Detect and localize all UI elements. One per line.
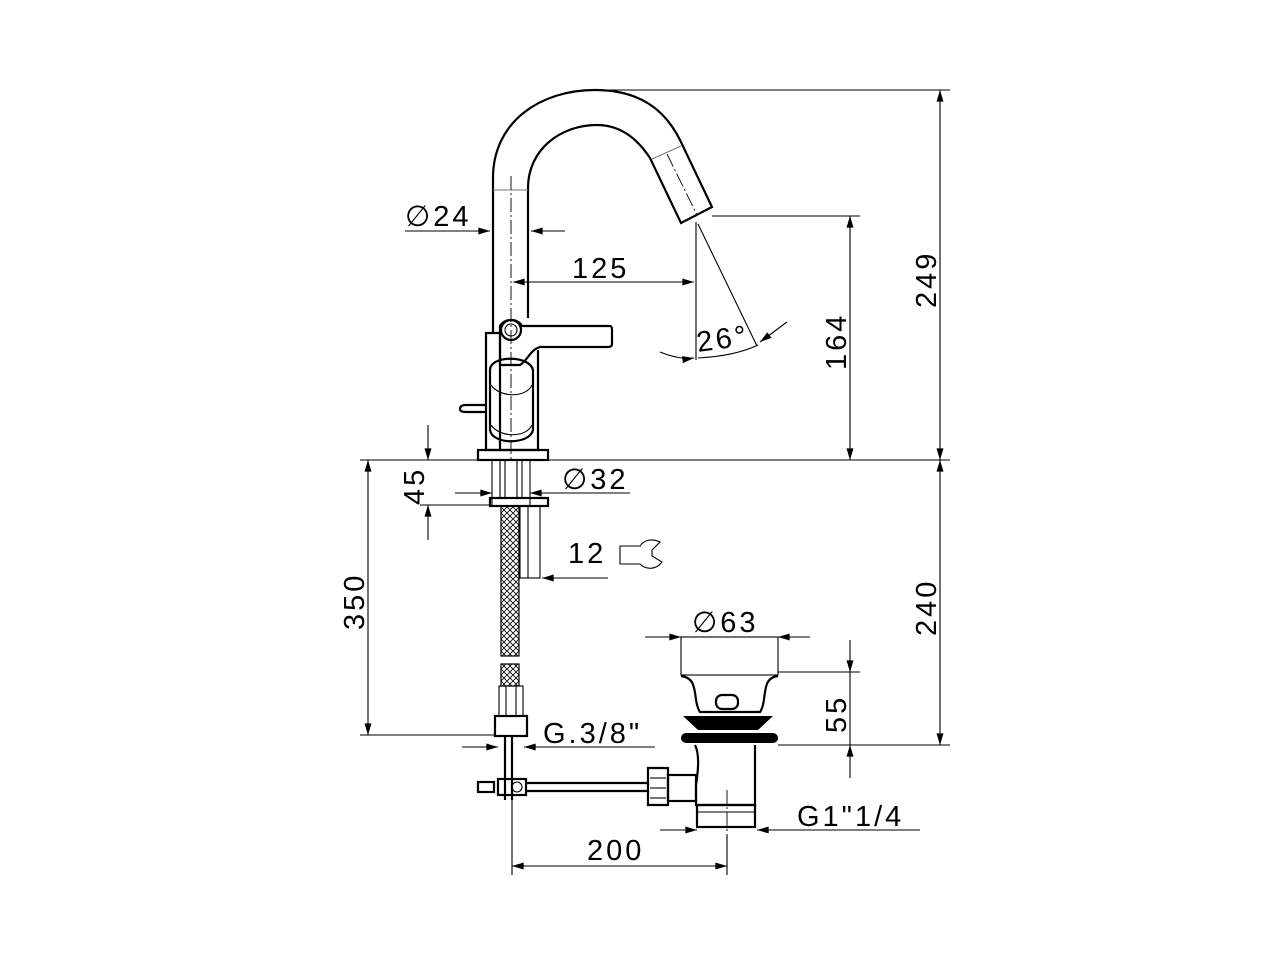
drain-assembly	[646, 636, 779, 835]
dim-hose-thread: G.3/8"	[543, 718, 642, 750]
faucet-body	[484, 331, 540, 452]
hose-nut	[493, 714, 529, 738]
dim-spout-angle: 26°	[695, 320, 752, 359]
dim-total-height: 249	[911, 251, 943, 308]
dimension-lines	[360, 89, 950, 875]
dim-spout-height: 164	[821, 313, 853, 370]
spout	[491, 88, 714, 332]
wrench-icon	[619, 539, 663, 569]
dim-base-thickness: 45	[399, 467, 431, 505]
dim-wrench-size: 12	[568, 538, 606, 570]
base-plate	[476, 448, 550, 462]
pop-up-knob	[458, 403, 486, 414]
dim-rod-length: 200	[587, 835, 644, 867]
braided-hose	[500, 505, 520, 657]
dim-hose-length: 350	[339, 573, 371, 630]
dim-drain-height: 55	[821, 695, 853, 733]
dim-drain-diameter: ∅63	[692, 607, 759, 639]
dim-spout-reach: 125	[572, 253, 629, 285]
lock-nut-rod	[519, 505, 541, 579]
dim-spout-diameter: ∅24	[405, 201, 472, 233]
dim-below-counter: 240	[911, 579, 943, 636]
dim-base-diameter: ∅32	[562, 464, 629, 496]
dim-drain-thread: G1"1/4	[797, 801, 904, 833]
